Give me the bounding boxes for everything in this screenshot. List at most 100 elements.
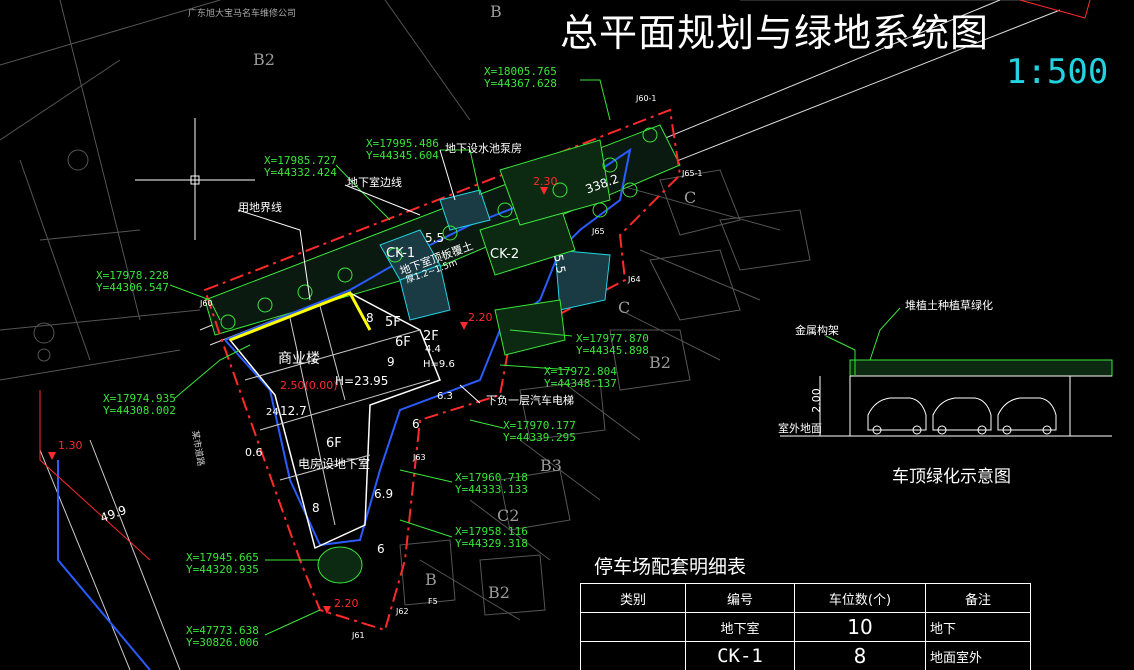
trees — [220, 127, 658, 330]
table-cell: 地下 — [925, 612, 1031, 642]
substation-label: 电房设地下室 — [298, 457, 371, 471]
dimension-label: 6.9 — [374, 487, 394, 501]
dimension-label: 6 — [377, 542, 385, 556]
basement-edge-label: 地下室边线 — [347, 176, 402, 189]
dimension-label: 12.7 — [280, 404, 307, 418]
level-label: 2.20 — [334, 597, 359, 610]
level-label: 2.20 — [468, 311, 493, 324]
table-row: 地下室 10 地下 — [580, 612, 1031, 642]
table-header: 备注 — [925, 583, 1031, 613]
dimension-label: 6.3 — [437, 391, 453, 402]
dimension-label: 9 — [387, 355, 395, 369]
dimension-label: 24 — [266, 407, 279, 418]
table-cell — [580, 641, 686, 670]
floor-label: 5F — [385, 315, 401, 330]
point-label: J65-1 — [682, 169, 703, 178]
car-roof-caption: 车顶绿化示意图 — [892, 467, 1011, 487]
point-label: J63 — [413, 453, 426, 462]
parking-blocks — [379, 189, 611, 321]
building-grid — [244, 305, 431, 526]
pump-room-label: 地下设水池泵房 — [445, 142, 522, 155]
car-roof-diagram — [780, 307, 1113, 437]
grid-label: F5 — [428, 597, 438, 606]
parking-table: 类别 编号 车位数(个) 备注 地下室 10 地下 CK-1 8 地面室外 — [580, 583, 1031, 670]
level-label: 2.30 — [533, 175, 558, 188]
height-label: H=9.6 — [423, 359, 455, 370]
grid-label: C — [684, 188, 697, 207]
annotation-leaders — [237, 149, 481, 404]
table-header-row: 类别 编号 车位数(个) 备注 — [580, 583, 1031, 613]
ground-label: 室外地面 — [778, 422, 822, 435]
dimension-label: 8 — [312, 501, 320, 515]
point-label: J62 — [396, 607, 409, 616]
cad-crosshair — [135, 118, 255, 240]
grid-label: B2 — [649, 353, 671, 372]
floor-label: 2F — [423, 329, 439, 344]
floor-label: 6F — [395, 335, 411, 350]
point-label: J60-1 — [636, 94, 657, 103]
elevator-label: 下负一层汽车电梯 — [486, 394, 574, 407]
commercial-building — [228, 292, 441, 550]
table-header: 类别 — [580, 583, 686, 613]
table-header: 编号 — [685, 583, 795, 613]
green-parking-areas — [317, 139, 611, 584]
dimension-label: 4.4 — [425, 344, 441, 355]
table-cell: 10 — [794, 612, 926, 642]
point-label: J60 — [200, 299, 213, 308]
leader-lines — [169, 79, 611, 636]
level-label: 1.30 — [58, 439, 83, 452]
grid-label: B2 — [253, 50, 275, 69]
level-label: 2.50(0.00) — [280, 379, 338, 392]
dimension-label: 5.5 — [550, 253, 569, 275]
table-cell — [580, 612, 686, 642]
point-label: J61 — [352, 631, 365, 640]
site-boundary — [203, 108, 682, 632]
parking-table-title: 停车场配套明细表 — [594, 556, 747, 578]
frame-label: 金属构架 — [795, 324, 839, 337]
dimension-label: 6 — [412, 417, 420, 431]
drawing-title: 总平面规划与绿地系统图 — [560, 11, 990, 55]
grid-label: B2 — [488, 583, 510, 602]
drawing-scale: 1:500 — [1006, 52, 1109, 92]
road-curb-blue — [57, 460, 151, 670]
building-yellow-edge — [229, 291, 372, 342]
table-header: 车位数(个) — [794, 583, 926, 613]
parking-id-label: CK-2 — [490, 247, 520, 262]
table-row: CK-1 8 地面室外 — [580, 641, 1031, 670]
height-label: H=23.95 — [335, 374, 389, 388]
grid-label: B — [425, 570, 437, 589]
north-arrow — [1019, 0, 1091, 19]
point-label: J64 — [628, 275, 641, 284]
height-dim-label: 2.00 — [809, 388, 823, 413]
commercial-label: 商业楼 — [278, 351, 320, 367]
point-label: J65 — [592, 227, 605, 236]
side-road — [39, 439, 181, 670]
parking-id-label: CK-1 — [386, 246, 416, 261]
level-triangles — [48, 187, 548, 614]
company-name: 广东旭大宝马名车维修公司 — [188, 9, 297, 19]
table-cell: 地面室外 — [925, 641, 1031, 670]
grid-label: C — [618, 298, 631, 317]
grid-label: B3 — [540, 456, 562, 475]
extension-line — [39, 390, 151, 561]
land-boundary-label: 用地界线 — [238, 201, 282, 214]
context-lines — [0, 0, 1040, 621]
planting-label: 堆植土种植草绿化 — [905, 299, 993, 312]
dimension-label: 0.6 — [245, 446, 263, 459]
table-cell: CK-1 — [685, 641, 795, 670]
grid-label: C2 — [497, 506, 520, 525]
